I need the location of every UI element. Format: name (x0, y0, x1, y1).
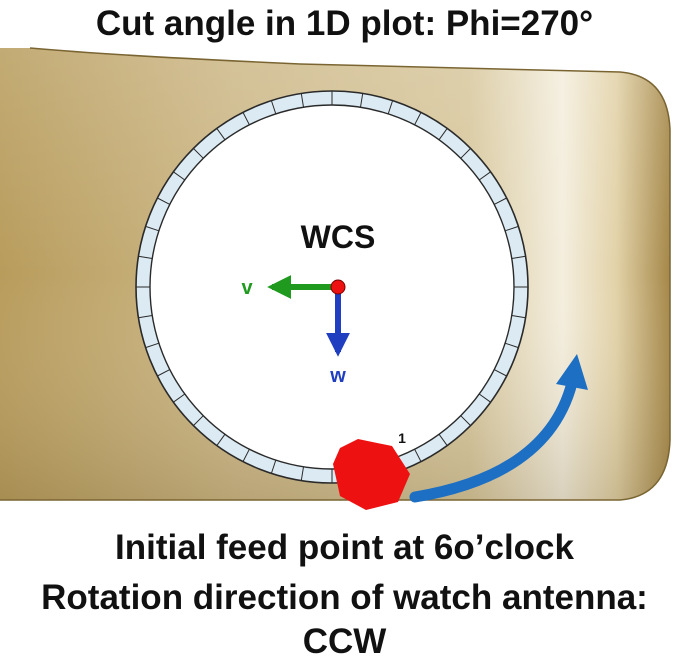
ring-segment-divider (193, 148, 204, 159)
ring-segment-divider (138, 315, 153, 319)
ring-segment-divider (193, 415, 204, 426)
ring-segment-divider (138, 255, 153, 259)
wcs-axes (267, 275, 350, 357)
ring-segment-divider (216, 433, 226, 446)
feed-point-marker (333, 439, 410, 510)
ring-segment-divider (387, 100, 394, 115)
ring-segment-divider (493, 197, 507, 205)
ring-segment-divider (511, 315, 526, 319)
ring-segment-dividers (136, 91, 528, 483)
ring-segment-divider (360, 93, 364, 108)
axis-w-label: w (329, 365, 346, 387)
ring-segment-divider (173, 171, 186, 181)
ring-segment-divider (242, 112, 250, 126)
ring-segment-divider (242, 448, 250, 462)
axis-origin (330, 279, 346, 295)
rotation-direction-arrow (409, 354, 588, 503)
ring-segment-divider (511, 255, 526, 259)
ring-segment-divider (438, 433, 448, 446)
ring-segment-divider (300, 93, 304, 108)
axis-v-label: v (241, 277, 253, 299)
ring-segment-divider (300, 466, 304, 481)
feed-point-caption: Initial feed point at 6o’clock (115, 528, 574, 567)
wcs-label: WCS (301, 219, 376, 255)
ring-segment-divider (460, 148, 471, 159)
rotation-caption: Rotation direction of watch antenna: (41, 578, 648, 617)
ring-segment-divider (173, 393, 186, 403)
ring-segment-divider (157, 197, 171, 205)
ring-segment-divider (504, 342, 519, 349)
port-number-label: 1 (398, 430, 406, 446)
ring-segment-divider (145, 342, 160, 349)
ring-segment-divider (460, 415, 471, 426)
cut-angle-title: Cut angle in 1D plot: Phi=270° (95, 4, 594, 43)
ring-segment-divider (478, 393, 491, 403)
ring-segment-divider (414, 448, 422, 462)
ring-segment-divider (216, 128, 226, 141)
rotation-direction-value: CCW (302, 622, 387, 661)
ring-segment-divider (270, 100, 277, 115)
ring-segment-divider (145, 225, 160, 232)
ring-segment-divider (504, 225, 519, 232)
ring-segment-divider (438, 128, 448, 141)
ring-segment-divider (414, 112, 422, 126)
ring-segment-divider (270, 459, 277, 474)
ring-segment-divider (478, 171, 491, 181)
ring-segment-divider (157, 369, 171, 377)
ring-segment-divider (493, 369, 507, 377)
